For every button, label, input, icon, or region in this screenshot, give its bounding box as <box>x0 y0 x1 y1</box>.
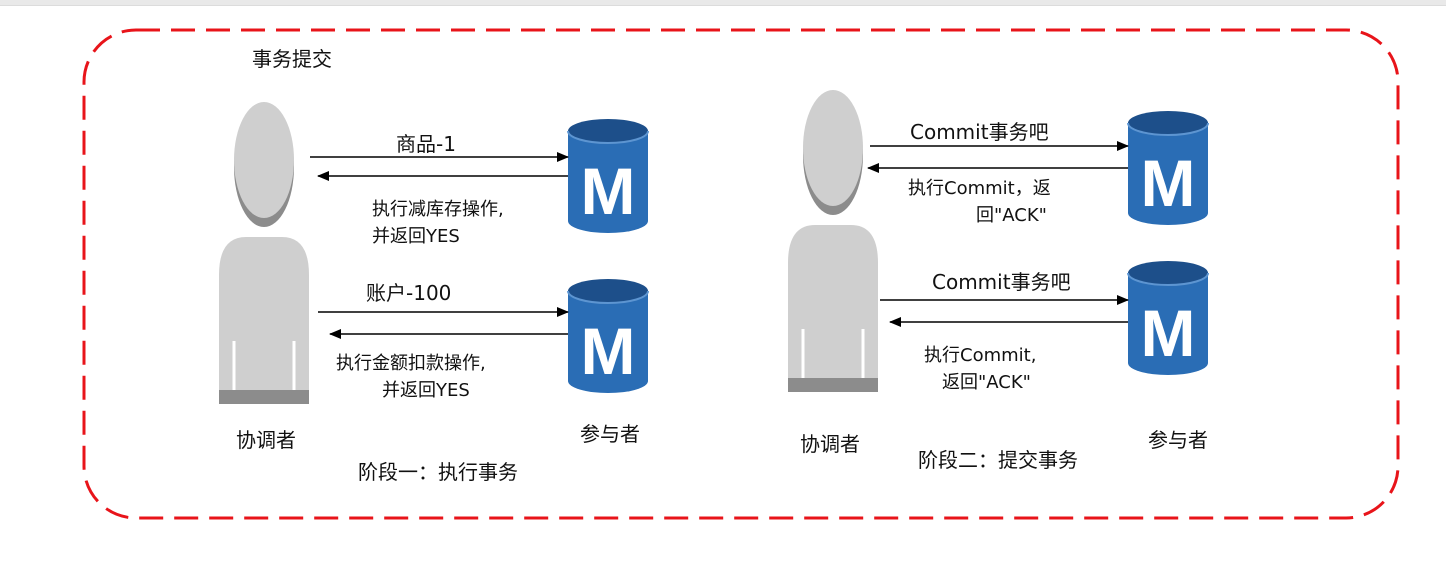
coordinator-label: 协调者 <box>800 432 860 456</box>
response-label: 执行Commit，返 回"ACK" <box>908 175 1051 229</box>
response-line: 并返回YES <box>372 226 460 247</box>
request-label: Commit事务吧 <box>910 120 1049 144</box>
response-line: 执行Commit，返 <box>908 178 1051 199</box>
response-line: 并返回YES <box>382 380 470 401</box>
response-line: 执行减库存操作, <box>372 199 504 220</box>
request-label: 账户-100 <box>366 281 452 305</box>
response-line: 返回"ACK" <box>942 372 1031 393</box>
coordinator-label: 协调者 <box>236 428 296 452</box>
db-letter: M <box>1141 146 1196 220</box>
response-line: 执行金额扣款操作, <box>336 353 486 374</box>
response-label: 执行金额扣款操作, 并返回YES <box>336 350 486 404</box>
participant-label: 参与者 <box>580 422 640 446</box>
phase-caption: 阶段一：执行事务 <box>358 460 518 484</box>
response-line: 执行Commit, <box>924 345 1037 366</box>
diagram-title: 事务提交 <box>252 47 332 71</box>
coordinator-person-icon <box>786 88 880 394</box>
request-label: Commit事务吧 <box>932 270 1071 294</box>
response-label: 执行Commit, 返回"ACK" <box>924 342 1036 396</box>
phase-caption: 阶段二：提交事务 <box>918 448 1078 472</box>
response-line: 回"ACK" <box>976 205 1047 226</box>
db-letter: M <box>581 314 636 388</box>
participant-label: 参与者 <box>1148 428 1208 452</box>
db-letter: M <box>581 154 636 228</box>
coordinator-person-icon <box>217 100 311 406</box>
request-label: 商品-1 <box>396 132 456 156</box>
db-letter: M <box>1141 296 1196 370</box>
dashed-border <box>82 28 1400 520</box>
top-divider <box>0 0 1446 6</box>
response-label: 执行减库存操作, 并返回YES <box>372 196 504 250</box>
